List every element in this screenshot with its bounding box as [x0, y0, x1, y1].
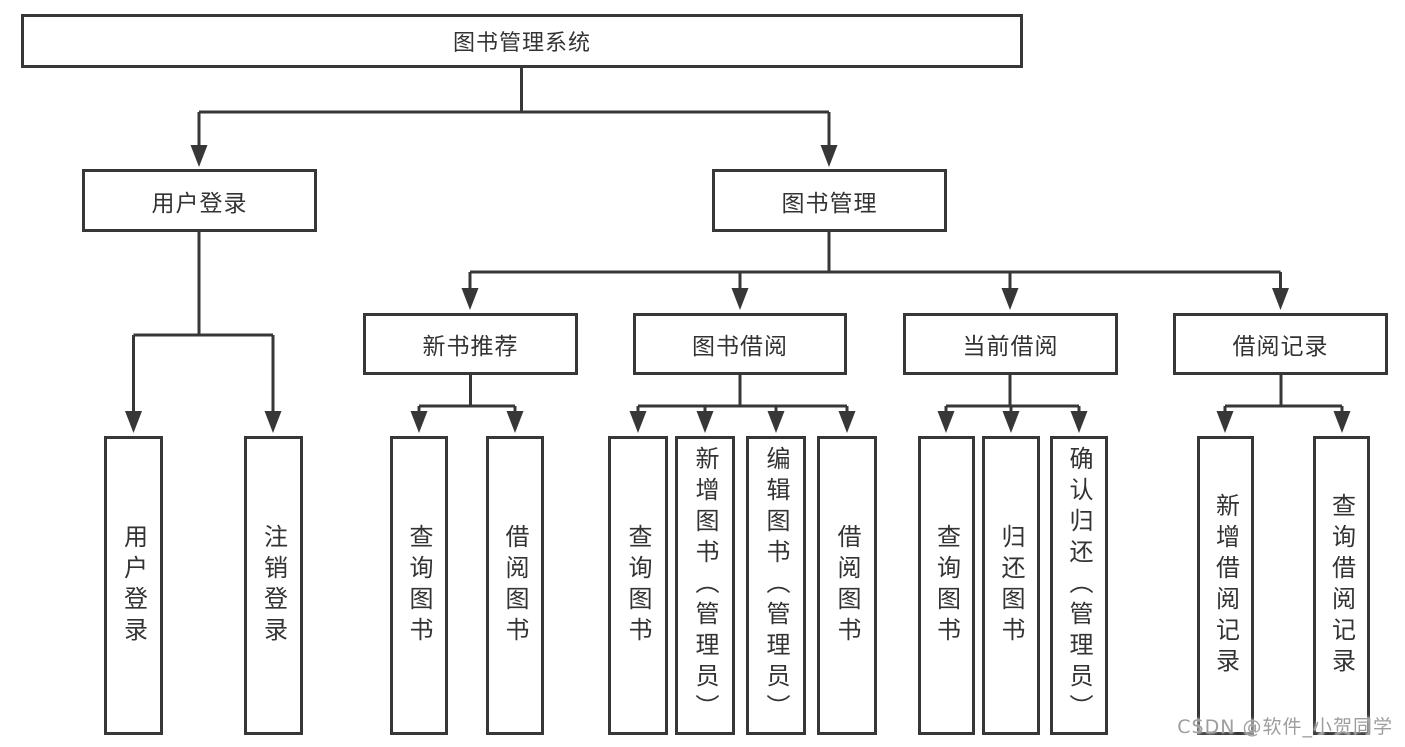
leaf-user-login: 用户登录 [104, 436, 163, 735]
leaf-logout: 注销登录 [244, 436, 303, 735]
leaf-add-book-admin: 新增图书（管理员） [675, 436, 735, 735]
arrowheads [125, 145, 1351, 433]
node-label: 用户登录 [151, 190, 248, 217]
node-label: 查询图书 [624, 523, 652, 648]
node-label: 查询图书 [405, 523, 433, 648]
node-label: 新增图书（管理员） [691, 446, 719, 725]
node-label: 图书管理系统 [452, 31, 591, 56]
node-borrowing-records: 借阅记录 [1173, 313, 1388, 375]
node-label: 借阅图书 [501, 523, 529, 648]
leaf-add-borrow-record: 新增借阅记录 [1197, 436, 1254, 735]
node-book-borrowing: 图书借阅 [633, 313, 847, 375]
node-label: 用户登录 [119, 523, 148, 648]
leaf-edit-book-admin: 编辑图书（管理员） [746, 436, 806, 735]
leaf-query-books-current: 查询图书 [918, 436, 975, 735]
node-label: 借阅记录 [1232, 334, 1329, 360]
node-library-management-system: 图书管理系统 [21, 14, 1023, 68]
leaf-return-books: 归还图书 [982, 436, 1040, 735]
node-label: 归还图书 [997, 523, 1025, 648]
node-book-management: 图书管理 [712, 169, 947, 232]
leaf-query-books-recommend: 查询图书 [390, 436, 448, 735]
node-label: 注销登录 [259, 523, 288, 648]
node-label: 图书管理 [781, 190, 878, 217]
leaf-confirm-return-admin: 确认归还（管理员） [1050, 436, 1108, 735]
csdn-watermark: CSDN @软件_小贺同学 [1177, 716, 1393, 738]
node-current-borrowing: 当前借阅 [903, 313, 1118, 375]
leaf-query-borrow-record: 查询借阅记录 [1313, 436, 1370, 735]
node-label: 查询借阅记录 [1327, 492, 1356, 679]
node-label: 当前借阅 [962, 334, 1059, 360]
node-label: 新增借阅记录 [1211, 492, 1240, 679]
leaf-query-books-borrow: 查询图书 [608, 436, 668, 735]
node-label: 借阅图书 [833, 523, 861, 648]
leaf-borrow-books-recommend: 借阅图书 [486, 436, 544, 735]
node-user-login: 用户登录 [82, 169, 317, 232]
node-label: 确认归还（管理员） [1065, 446, 1093, 725]
node-label: 新书推荐 [422, 334, 519, 360]
node-label: 查询图书 [932, 523, 961, 648]
node-new-book-recommendation: 新书推荐 [363, 313, 578, 375]
node-label: 编辑图书（管理员） [762, 446, 790, 725]
node-label: 图书借阅 [692, 334, 788, 360]
leaf-borrow-books: 借阅图书 [817, 436, 877, 735]
